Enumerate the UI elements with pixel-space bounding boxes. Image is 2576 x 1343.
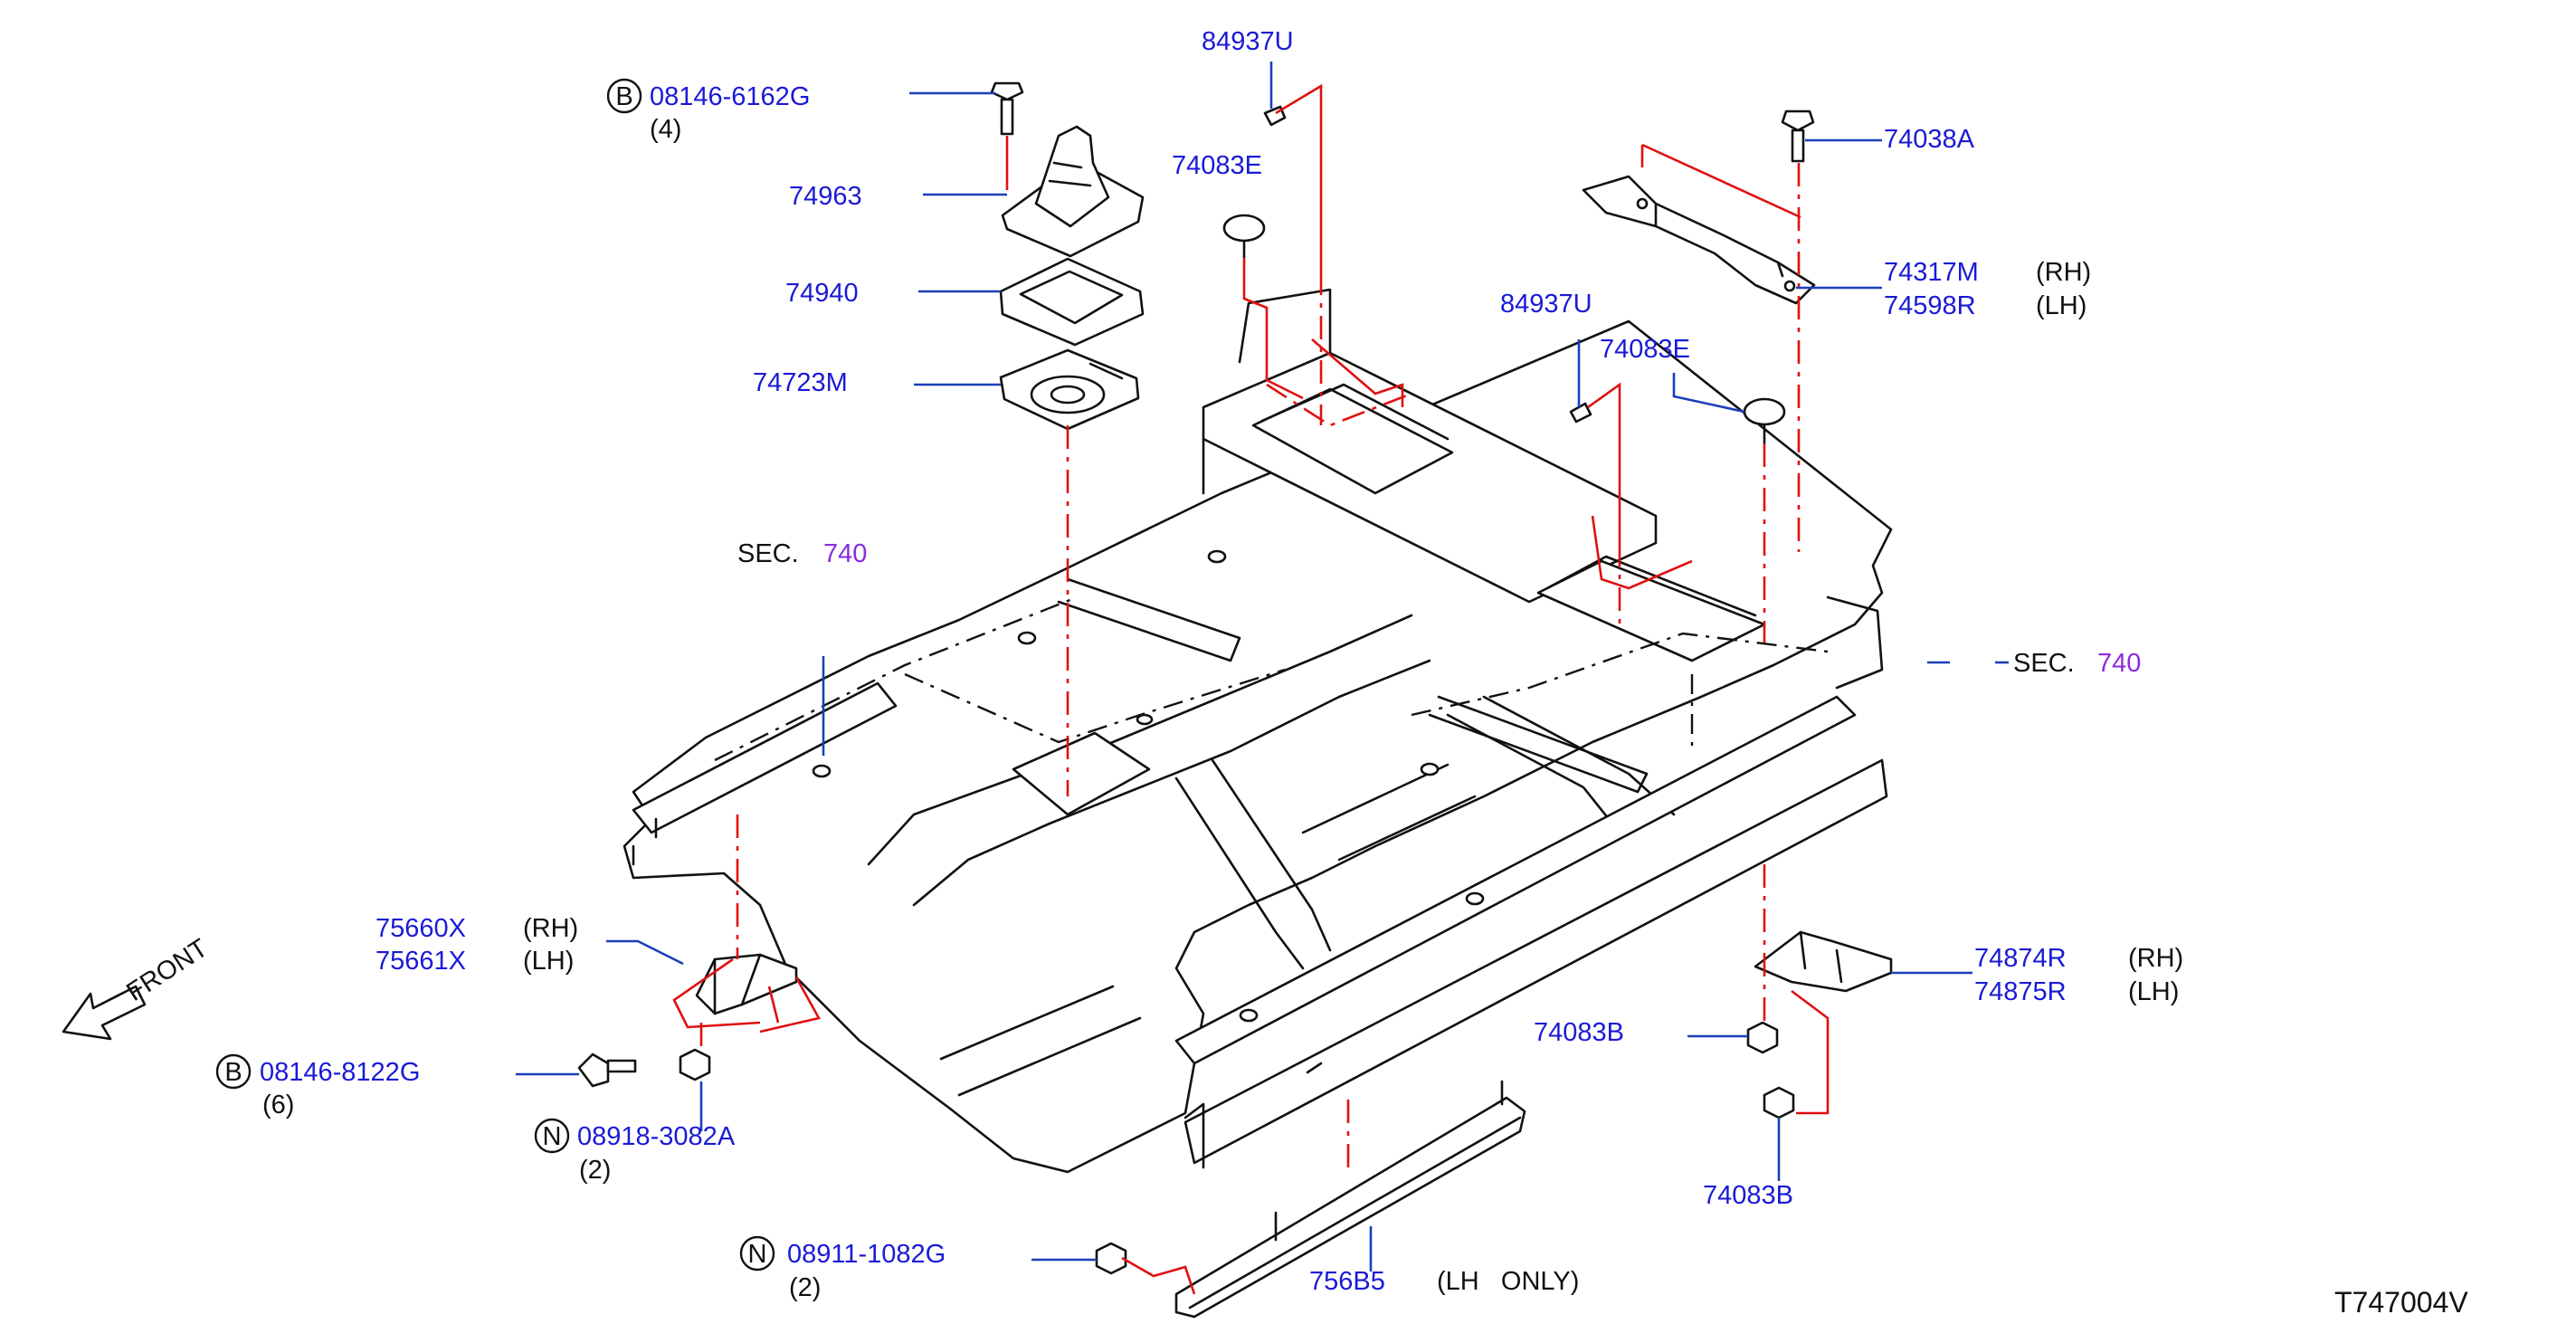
illustration-code: T747004V xyxy=(2334,1286,2468,1319)
part-08918-3082a-qty: (2) xyxy=(579,1156,611,1185)
boot-gasket xyxy=(999,257,1145,347)
part-74874r-side: (RH) xyxy=(2128,944,2183,973)
section-ref-left-number[interactable]: 740 xyxy=(823,539,867,568)
part-75660x[interactable]: 75660X xyxy=(375,914,466,943)
part-08146-8122g[interactable]: 08146-8122G xyxy=(260,1058,420,1087)
part-08918-3082a[interactable]: 08918-3082A xyxy=(577,1122,736,1151)
part-08146-6162g-qty: (4) xyxy=(650,115,681,144)
nut-marker-n: N xyxy=(543,1122,562,1151)
part-74083b-mid[interactable]: 74083B xyxy=(1534,1018,1624,1047)
nut-74083b-bot xyxy=(1763,1086,1795,1119)
section-ref-right-prefix: SEC. xyxy=(2013,649,2075,678)
part-74317m-side: (RH) xyxy=(2036,258,2091,287)
shift-hole-cover xyxy=(999,348,1140,431)
clip-84937u-mid xyxy=(1569,402,1592,424)
section-ref-right-number[interactable]: 740 xyxy=(2097,649,2141,678)
part-74875r-side: (LH) xyxy=(2128,977,2179,1006)
part-75661x[interactable]: 75661X xyxy=(375,947,466,976)
nut-08911-1082g xyxy=(1095,1242,1127,1275)
front-arrow-icon xyxy=(62,985,147,1041)
floor-panel xyxy=(623,288,1893,1174)
reinforcement-74874r xyxy=(1754,930,1893,993)
part-756b5[interactable]: 756B5 xyxy=(1309,1267,1385,1296)
part-74083e-mid[interactable]: 74083E xyxy=(1600,335,1690,364)
part-74940[interactable]: 74940 xyxy=(785,279,859,308)
part-74598r[interactable]: 74598R xyxy=(1884,291,1976,320)
part-75660x-side: (RH) xyxy=(523,914,578,943)
nut-74083b-mid xyxy=(1746,1021,1779,1054)
part-08911-1082g[interactable]: 08911-1082G xyxy=(787,1240,946,1269)
sill-plate-756b5 xyxy=(1174,1080,1526,1319)
bolt-08146-6162g xyxy=(990,81,1024,136)
nut-marker-n: N xyxy=(748,1240,767,1269)
leader-lines xyxy=(516,62,2009,1272)
part-84937u-top[interactable]: 84937U xyxy=(1202,27,1294,56)
part-74723m[interactable]: 74723M xyxy=(753,368,848,397)
nut-marker-circle xyxy=(534,1118,570,1154)
part-08146-8122g-qty: (6) xyxy=(262,1091,294,1119)
shift-boot xyxy=(1001,125,1145,258)
part-756b5-note: (LH ONLY) xyxy=(1437,1267,1579,1296)
part-74874r[interactable]: 74874R xyxy=(1974,944,2067,973)
part-74083e-top[interactable]: 74083E xyxy=(1172,151,1262,180)
assembly-lines xyxy=(672,83,1830,1295)
nut-08918-3082a xyxy=(679,1048,711,1081)
bolt-08146-8122g xyxy=(577,1052,637,1088)
bolt-marker-circle xyxy=(215,1053,252,1090)
bolt-74038a xyxy=(1781,110,1815,163)
section-ref-left-prefix: SEC. xyxy=(737,539,799,568)
bolt-marker-b: B xyxy=(224,1058,242,1087)
part-08146-6162g[interactable]: 08146-6162G xyxy=(650,82,810,111)
part-08911-1082g-qty: (2) xyxy=(789,1273,821,1302)
part-74875r[interactable]: 74875R xyxy=(1974,977,2067,1006)
part-74317m[interactable]: 74317M xyxy=(1884,258,1979,287)
bolt-marker-circle xyxy=(606,78,642,114)
nut-marker-circle xyxy=(739,1235,775,1272)
part-74038a[interactable]: 74038A xyxy=(1884,125,1975,154)
part-74083b-bot[interactable]: 74083B xyxy=(1703,1181,1793,1210)
part-74598r-side: (LH) xyxy=(2036,291,2086,320)
part-74963[interactable]: 74963 xyxy=(789,182,862,211)
reinforcement-75660x xyxy=(695,953,798,1015)
part-75661x-side: (LH) xyxy=(523,947,574,976)
front-direction-label: FRONT xyxy=(121,933,213,1006)
part-84937u-mid[interactable]: 84937U xyxy=(1500,290,1592,319)
tie-down-bracket xyxy=(1582,175,1816,305)
plug-74083e-top xyxy=(1222,214,1266,260)
bolt-marker-b: B xyxy=(615,82,632,111)
